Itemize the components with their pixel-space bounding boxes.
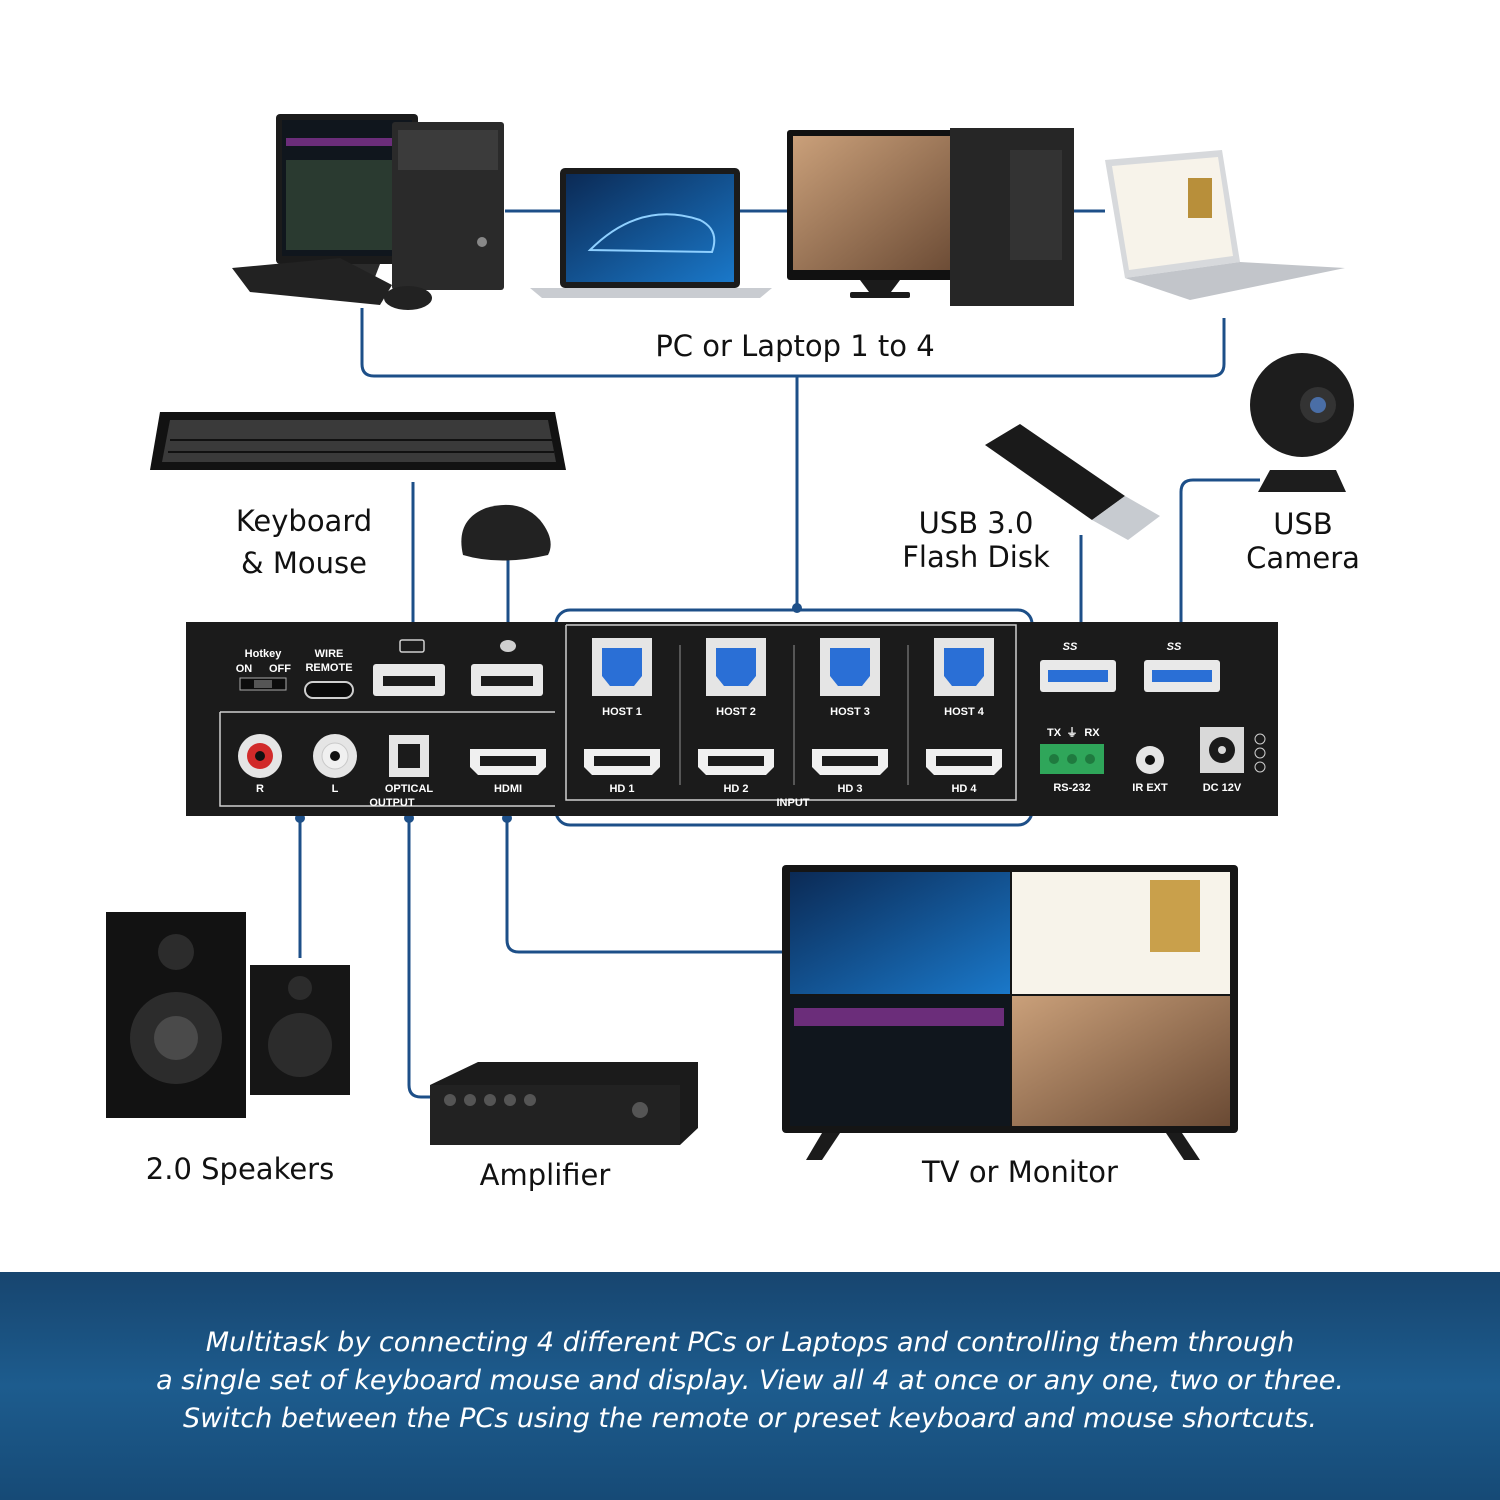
flash-disk-label-2: Flash Disk [902, 540, 1050, 574]
pc-1-desktop [232, 114, 504, 310]
host-2-label: HOST 2 [716, 706, 756, 718]
usb-superspeed-logo-right: SS [1167, 641, 1182, 653]
speakers-label: 2.0 Speakers [145, 1152, 335, 1186]
host-4-port-group: HOST 4 HD 4 [926, 638, 1002, 795]
wire-label-2: REMOTE [305, 662, 352, 674]
optical-label: OPTICAL [385, 783, 434, 795]
banner-text: Multitask by connecting 4 different PCs … [20, 1324, 1480, 1438]
host-1-port-group: HOST 1 HD 1 [584, 638, 660, 795]
description-banner: Multitask by connecting 4 different PCs … [0, 1272, 1500, 1500]
amplifier-label: Amplifier [479, 1158, 611, 1192]
pc-bus-line [360, 308, 1226, 378]
hotkey-switch-knob [254, 680, 272, 688]
banner-line-1: Multitask by connecting 4 different PCs … [205, 1327, 1295, 1358]
hd-2-label: HD 2 [723, 783, 748, 795]
input-dot [792, 603, 802, 613]
wire-label-1: WIRE [315, 648, 344, 660]
camera-label-2: Camera [1246, 541, 1360, 575]
host-3-port-group: HOST 3 HD 3 [812, 638, 888, 795]
amplifier-device [430, 1062, 698, 1145]
usb-mouse [461, 504, 551, 561]
pcs-label: PC or Laptop 1 to 4 [655, 329, 935, 363]
host-3-label: HOST 3 [830, 706, 870, 718]
dc-label: DC 12V [1203, 782, 1242, 794]
hdmi-output-label: HDMI [494, 783, 522, 795]
rca-right-label: R [256, 783, 264, 795]
usb-flash-disk [985, 424, 1160, 540]
ground-icon: ⏚ [1067, 726, 1078, 739]
tv-monitor [782, 865, 1238, 1160]
tv-label: TV or Monitor [922, 1155, 1118, 1189]
banner-line-2: a single set of keyboard mouse and displ… [156, 1365, 1344, 1396]
host-1-label: HOST 1 [602, 706, 642, 718]
polarity-icon [1254, 733, 1266, 745]
keyboard-port-icon [399, 639, 425, 653]
ir-ext-label: IR EXT [1132, 782, 1168, 794]
banner-line-3: Switch between the PCs using the remote … [183, 1403, 1317, 1434]
usb-superspeed-logo-left: SS [1063, 641, 1078, 653]
host-2-port-group: HOST 2 HD 2 [698, 638, 774, 795]
keyboard-mouse-label-2: & Mouse [241, 546, 367, 580]
hdmi-line [505, 818, 785, 954]
usb-camera [1250, 353, 1354, 492]
kvm-device: Hotkey ON OFF WIRE REMOTE R L OPTICAL OU… [186, 622, 1278, 816]
rs232-rx-label: RX [1084, 727, 1100, 739]
host-4-label: HOST 4 [944, 706, 985, 718]
rs232-tx-label: TX [1047, 727, 1062, 739]
output-label: OUTPUT [369, 797, 415, 809]
hd-3-label: HD 3 [837, 783, 862, 795]
rca-left-label: L [332, 783, 339, 795]
laptop [530, 168, 772, 298]
hd-1-label: HD 1 [609, 783, 634, 795]
hotkey-off-label: OFF [269, 663, 291, 675]
mouse-port-icon [500, 640, 516, 652]
keyboard-mouse-label-1: Keyboard [235, 504, 373, 538]
input-label: INPUT [777, 797, 810, 809]
mechanical-keyboard [150, 412, 566, 470]
wire-remote-port[interactable] [304, 681, 354, 699]
hd-4-label: HD 4 [951, 783, 977, 795]
pc-4-laptop [1105, 150, 1345, 300]
rs232-label: RS-232 [1053, 782, 1090, 794]
camera-label-1: USB [1273, 507, 1333, 541]
amp-line [407, 818, 432, 1099]
camera-line [1179, 478, 1260, 623]
speakers [106, 912, 350, 1118]
flash-disk-label-1: USB 3.0 [918, 506, 1034, 540]
pc-3-desktop [787, 128, 1074, 306]
hotkey-on-label: ON [236, 663, 253, 675]
hotkey-label: Hotkey [245, 648, 283, 660]
